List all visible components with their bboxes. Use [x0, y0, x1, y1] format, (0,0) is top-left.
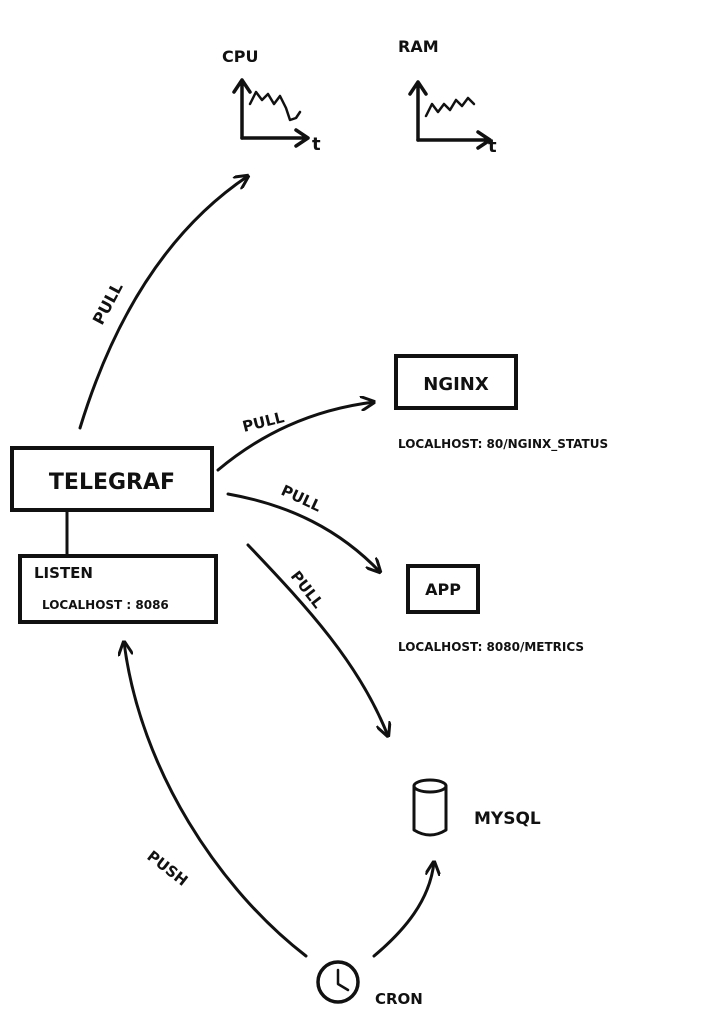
mysql-label: MYSQL [474, 809, 541, 829]
ram-label: RAM [398, 37, 439, 56]
edge-cron-to-mysql [372, 862, 434, 958]
edge-cron-to-listen [124, 642, 308, 958]
cpu-series-line [248, 90, 302, 122]
listen-address: LOCALHOST : 8086 [42, 598, 169, 612]
edge-label-pull-charts: PULL [89, 279, 127, 328]
cpu-label: CPU [222, 47, 258, 66]
cpu-y-axis [232, 78, 252, 140]
ram-x-axis [416, 130, 492, 150]
cron-node: CRON [316, 960, 423, 1008]
cron-label: CRON [375, 990, 423, 1008]
cpu-t-label: t [312, 134, 321, 155]
listen-title: LISTEN [34, 564, 93, 582]
nginx-node: NGINX LOCALHOST: 80/NGINX_STATUS [394, 354, 608, 452]
cpu-x-axis [240, 128, 310, 148]
telegraf-label: TELEGRAF [49, 470, 175, 495]
telegraf-node: TELEGRAF [10, 446, 214, 512]
nginx-box [394, 354, 518, 410]
ram-t-label: t [488, 136, 497, 157]
database-icon [412, 778, 448, 837]
nginx-address: LOCALHOST: 80/NGINX_STATUS [398, 437, 608, 452]
app-address: LOCALHOST: 8080/METRICS [398, 640, 584, 654]
mysql-node: MYSQL [412, 778, 541, 837]
app-label: APP [425, 580, 461, 599]
telegraf-box [10, 446, 214, 512]
ram-y-axis [408, 80, 428, 142]
app-box [406, 564, 480, 614]
ram-series-line [424, 96, 476, 118]
edge-telegraf-to-mysql [246, 543, 388, 736]
listen-node: LISTEN LOCALHOST : 8086 [18, 554, 218, 624]
edge-telegraf-to-charts [78, 176, 248, 430]
clock-icon [316, 960, 360, 1004]
edge-telegraf-to-app [226, 492, 380, 572]
edge-label-pull-mysql: PULL [287, 567, 327, 612]
edge-telegraf-to-nginx [216, 402, 374, 472]
app-node: APP LOCALHOST: 8080/METRICS [398, 564, 584, 654]
nginx-label: NGINX [423, 374, 489, 395]
edge-label-push: PUSH [144, 847, 192, 890]
cpu-chart: CPU t [222, 47, 321, 155]
listen-box [18, 554, 218, 624]
edge-label-pull-nginx: PULL [241, 408, 287, 436]
ram-chart: RAM t [398, 37, 497, 157]
